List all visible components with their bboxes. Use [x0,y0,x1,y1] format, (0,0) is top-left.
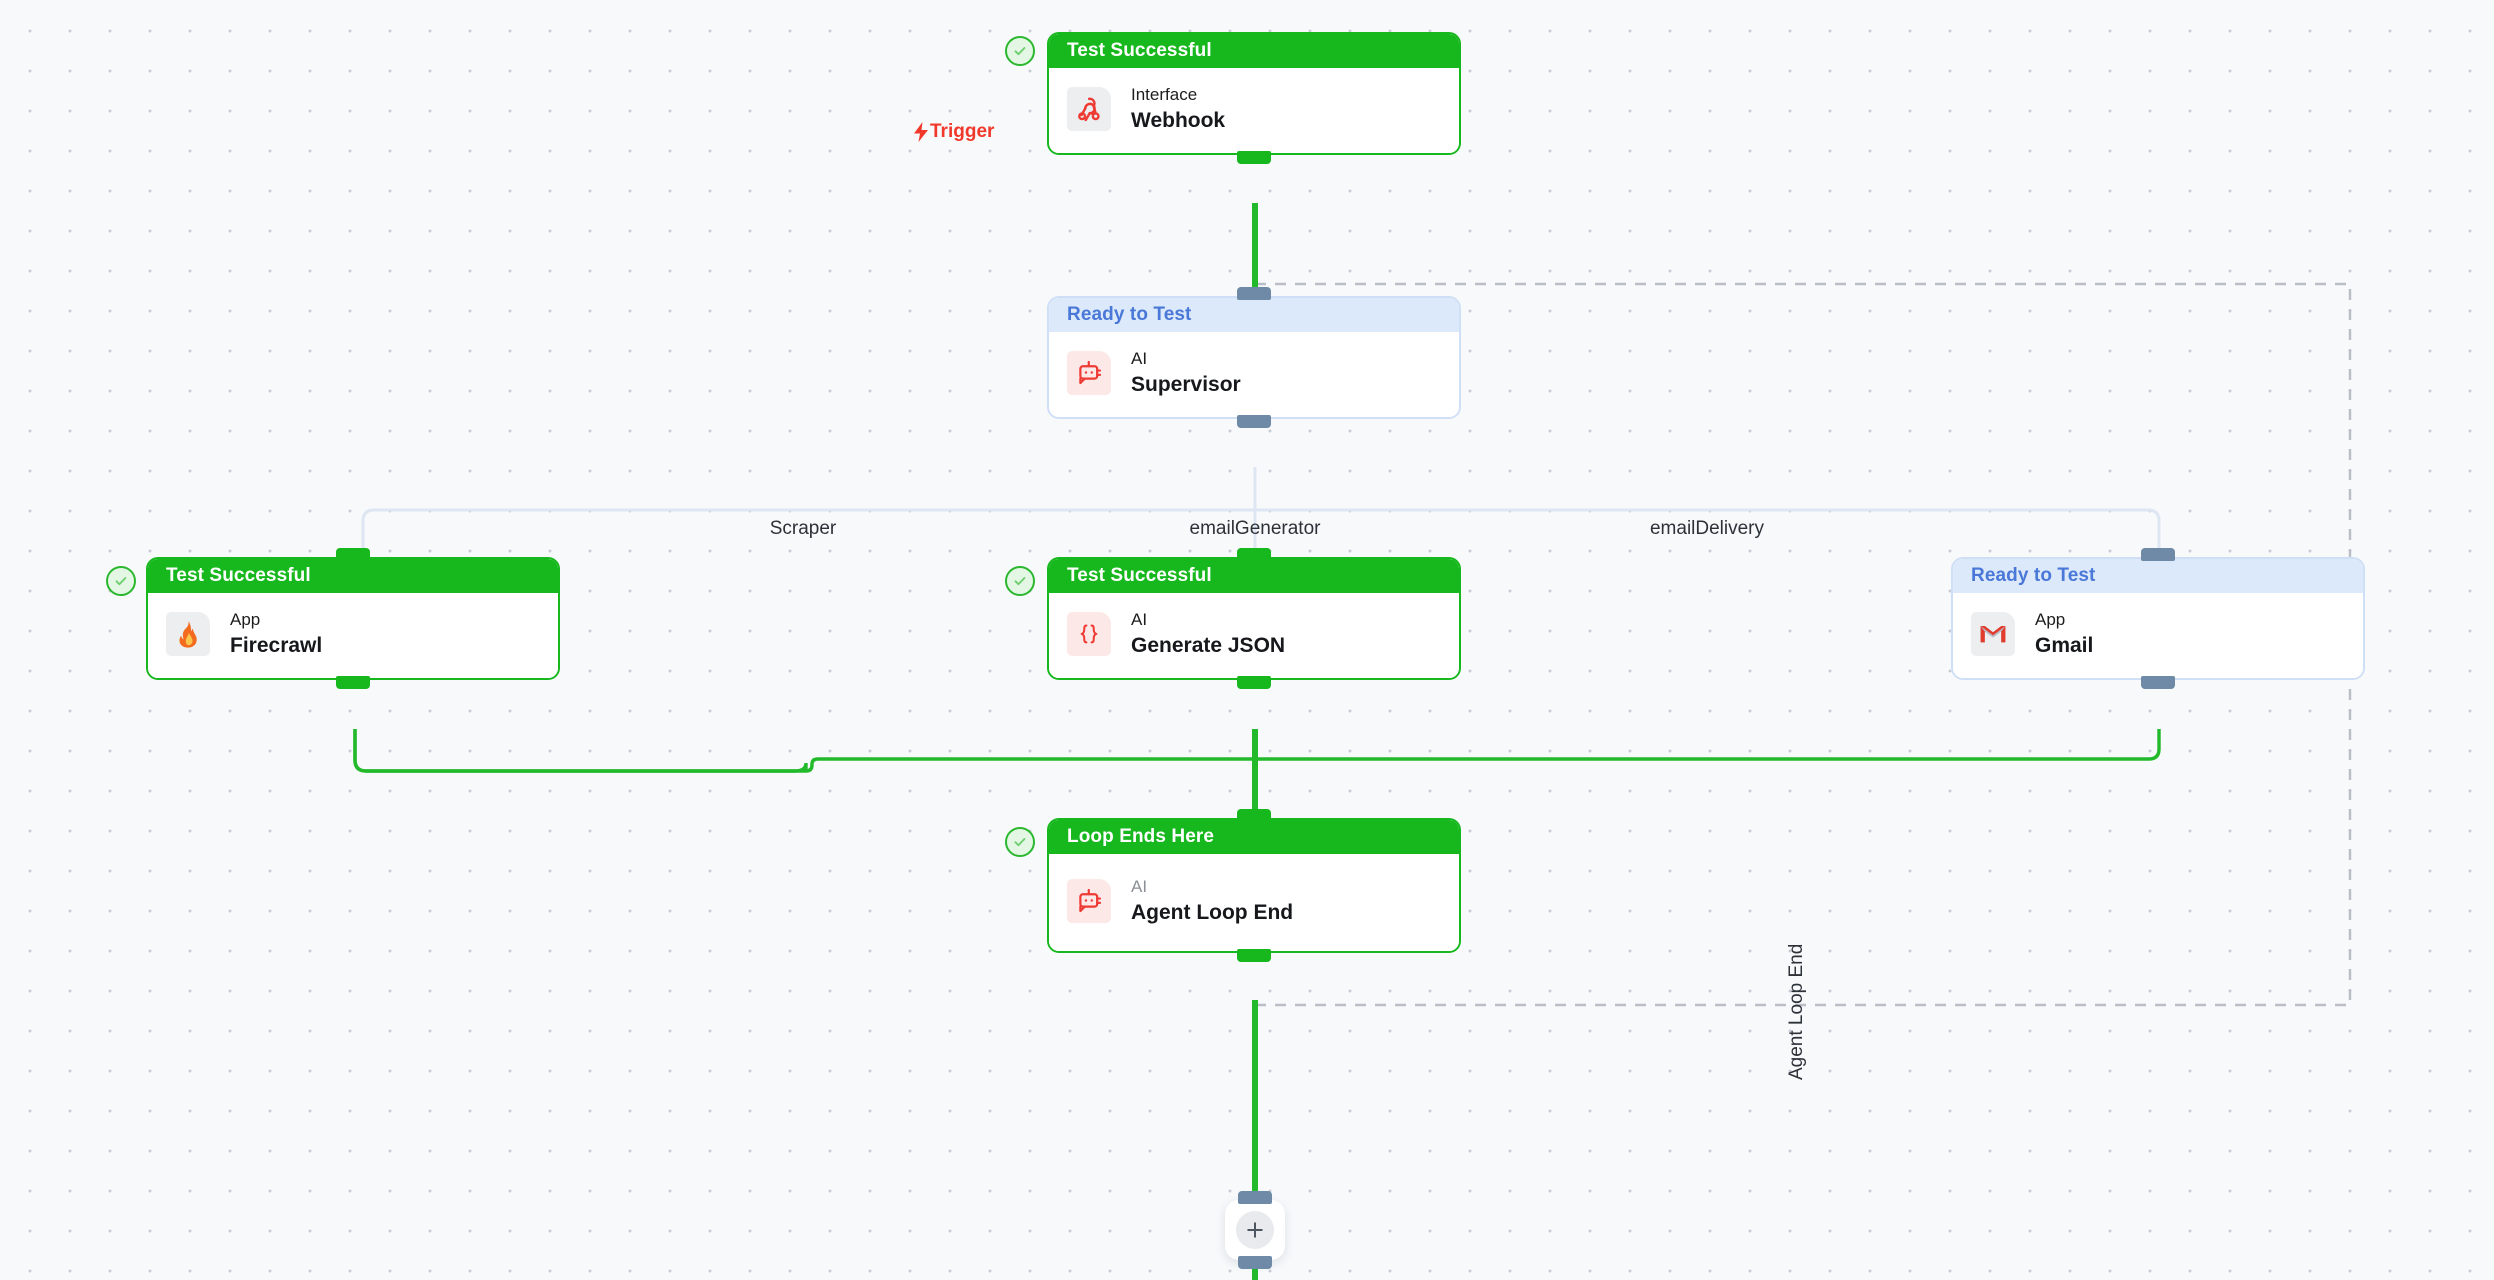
status-check-webhook [1005,36,1035,66]
edge-firecrawl-down [353,729,808,773]
node-firecrawl-title: Firecrawl [230,634,323,658]
status-check-generate-json [1005,566,1035,596]
webhook-icon [1067,86,1111,131]
add-step-input-handle [1238,1191,1272,1204]
node-agent-loop-end-status: Loop Ends Here [1049,820,1459,854]
node-firecrawl[interactable]: Test Successful App Firecrawl [146,548,560,690]
node-gmail-output-handle[interactable] [2141,676,2175,690]
node-supervisor[interactable]: Ready to Test AI Supervisor [1047,287,1461,429]
branch-label-email-generator: emailGenerator [1189,518,1321,539]
node-webhook-output-handle[interactable] [1237,151,1271,165]
branch-label-scraper: Scraper [769,518,837,539]
node-generate-json[interactable]: Test Successful AI Generate JSON [1047,548,1461,690]
node-generate-json-input-handle[interactable] [1237,548,1271,561]
ai-robot-icon [1067,350,1111,395]
check-icon [1014,47,1026,56]
node-webhook-status: Test Successful [1049,34,1459,68]
node-generate-json-title: Generate JSON [1131,634,1286,658]
gmail-icon [1971,611,2015,656]
flame-icon [166,611,210,656]
node-generate-json-kind: AI [1131,610,1148,629]
add-step-output-handle [1238,1256,1272,1269]
plus-icon [1236,1211,1274,1249]
check-icon [115,577,127,586]
node-agent-loop-end-kind: AI [1131,877,1148,896]
branch-label-email-delivery: emailDelivery [1649,518,1765,539]
node-webhook-title: Webhook [1131,109,1226,133]
check-icon [1014,838,1026,847]
node-supervisor-kind: AI [1131,349,1148,368]
node-supervisor-input-handle[interactable] [1237,287,1271,300]
agent-loop-region-label: Agent Loop End [1786,943,1807,1080]
node-supervisor-title: Supervisor [1131,373,1241,397]
ai-robot-icon [1067,878,1111,923]
node-firecrawl-input-handle[interactable] [336,548,370,561]
curly-braces-icon [1067,611,1111,656]
check-icon [1014,577,1026,586]
edge-loopback-horizontal [805,757,2149,773]
node-generate-json-status: Test Successful [1049,559,1459,593]
node-supervisor-output-handle[interactable] [1237,415,1271,429]
add-step-button[interactable] [1225,1191,1285,1269]
node-generate-json-output-handle[interactable] [1237,676,1271,690]
node-firecrawl-status: Test Successful [148,559,558,593]
lightning-bolt-icon [914,122,928,142]
node-agent-loop-end-title: Agent Loop End [1131,901,1294,925]
node-gmail-title: Gmail [2035,634,2094,658]
node-firecrawl-kind: App [230,610,261,629]
status-check-firecrawl [106,566,136,596]
node-gmail-kind: App [2035,610,2066,629]
node-agent-loop-end-output-handle[interactable] [1237,949,1271,963]
trigger-label: Trigger [930,121,995,142]
edge-gmail-bottom-join [2148,729,2161,761]
node-supervisor-status: Ready to Test [1049,298,1459,332]
node-gmail-input-handle[interactable] [2141,548,2175,561]
node-agent-loop-end[interactable]: Loop Ends Here AI Agent Loop End [1047,809,1461,963]
node-webhook-kind: Interface [1131,85,1198,104]
trigger-badge: Trigger [913,121,994,143]
node-agent-loop-end-input-handle[interactable] [1237,809,1271,822]
status-check-agent-loop-end [1005,827,1035,857]
node-gmail-status: Ready to Test [1953,559,2363,593]
node-firecrawl-output-handle[interactable] [336,676,370,690]
node-gmail[interactable]: Ready to Test App Gmail [1951,548,2365,690]
node-webhook[interactable]: Test Successful Interface Webhook [1047,32,1461,165]
